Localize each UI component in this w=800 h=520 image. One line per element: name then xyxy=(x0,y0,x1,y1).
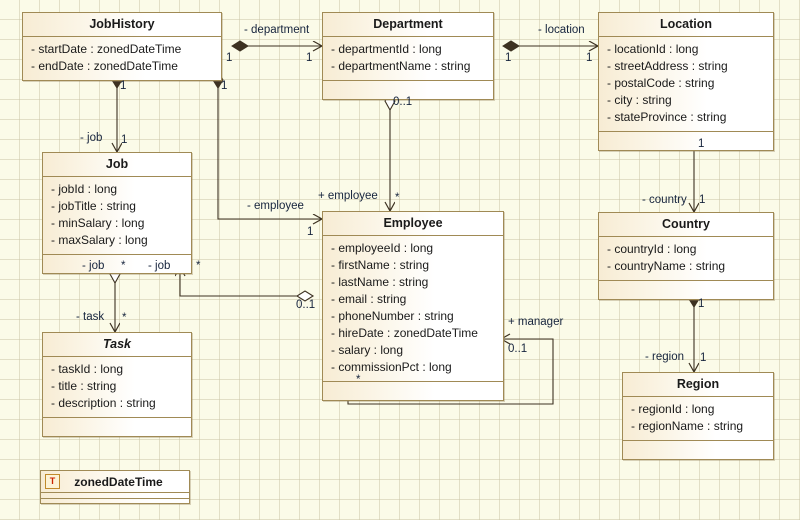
class-name-employee: Employee xyxy=(323,212,503,236)
edge-label-department: - department xyxy=(244,24,310,36)
attribute: - email : string xyxy=(331,292,407,306)
operations-employee xyxy=(323,382,503,400)
attribute: - description : string xyxy=(51,396,156,410)
edge-label-job-from-history: - job xyxy=(80,132,103,144)
attribute: - startDate : zonedDateTime xyxy=(31,42,182,56)
multiplicity-department-employee-source: 0..1 xyxy=(393,96,413,108)
attribute: - jobId : long xyxy=(51,182,118,196)
class-name-job: Job xyxy=(43,153,191,177)
edge-label-manager: + manager xyxy=(508,316,564,328)
attribute: - city : string xyxy=(607,93,672,107)
attribute: - streetAddress : string xyxy=(607,59,728,73)
attributes-location: - locationId : long - streetAddress : st… xyxy=(599,37,773,132)
attribute: - locationId : long xyxy=(607,42,699,56)
class-job[interactable]: Job - jobId : long - jobTitle : string -… xyxy=(42,152,192,274)
datatype-band-2 xyxy=(41,499,189,503)
class-name-jobhistory: JobHistory xyxy=(23,13,221,37)
attribute: - stateProvince : string xyxy=(607,110,727,124)
attributes-region: - regionId : long - regionName : string xyxy=(623,397,773,441)
attribute: - endDate : zonedDateTime xyxy=(31,59,178,73)
class-jobhistory[interactable]: JobHistory - startDate : zonedDateTime -… xyxy=(22,12,222,81)
attribute: - countryName : string xyxy=(607,259,726,273)
multiplicity-jobhistory-department-source: 1 xyxy=(226,52,233,64)
class-department[interactable]: Department - departmentId : long - depar… xyxy=(322,12,494,100)
attribute: - postalCode : string xyxy=(607,76,715,90)
multiplicity-department-location-target: 1 xyxy=(586,52,593,64)
datatype-band-1 xyxy=(41,493,189,499)
attributes-employee: - employeeId : long - firstName : string… xyxy=(323,236,503,382)
operations-country xyxy=(599,281,773,299)
edge-label-job-to-task: - job xyxy=(82,260,105,272)
attribute: - taskId : long xyxy=(51,362,124,376)
attribute: - title : string xyxy=(51,379,117,393)
edge-label-employee-from-department: + employee xyxy=(318,190,378,202)
filled-diamond-jobhistory-department xyxy=(231,40,249,52)
multiplicity-location-country-source: 1 xyxy=(698,138,705,150)
multiplicity-country-region-target: 1 xyxy=(700,352,707,364)
attribute: - phoneNumber : string xyxy=(331,309,454,323)
multiplicity-jobhistory-department-target: 1 xyxy=(306,52,313,64)
operations-region xyxy=(623,441,773,459)
edge-label-task: - task xyxy=(76,311,105,323)
multiplicity-employee-manager-source: * xyxy=(356,374,361,386)
multiplicity-job-task-source: * xyxy=(121,260,126,272)
class-task[interactable]: Task - taskId : long - title : string - … xyxy=(42,332,192,437)
class-region[interactable]: Region - regionId : long - regionName : … xyxy=(622,372,774,460)
class-name-location: Location xyxy=(599,13,773,37)
multiplicity-jobhistory-employee-source: 1 xyxy=(221,80,228,92)
datatype-name: zonedDateTime xyxy=(74,474,163,489)
attributes-job: - jobId : long - jobTitle : string - min… xyxy=(43,177,191,255)
edge-label-region: - region xyxy=(645,351,684,363)
multiplicity-jobhistory-job-source: 1 xyxy=(120,80,127,92)
datatype-header: T zonedDateTime xyxy=(41,471,189,493)
attribute: - countryId : long xyxy=(607,242,697,256)
attribute: - employeeId : long xyxy=(331,241,434,255)
multiplicity-jobhistory-job-target: 1 xyxy=(121,134,128,146)
attributes-country: - countryId : long - countryName : strin… xyxy=(599,237,773,281)
multiplicity-job-task-target: * xyxy=(122,312,127,324)
edge-label-employee-from-history: - employee xyxy=(247,200,304,212)
multiplicity-department-employee-target: * xyxy=(395,192,400,204)
filled-diamond-department-location xyxy=(502,40,520,52)
attribute: - departmentId : long xyxy=(331,42,442,56)
multiplicity-department-location-source: 1 xyxy=(505,52,512,64)
class-country[interactable]: Country - countryId : long - countryName… xyxy=(598,212,774,300)
multiplicity-country-region-source: 1 xyxy=(698,298,705,310)
operations-task xyxy=(43,418,191,436)
attributes-jobhistory: - startDate : zonedDateTime - endDate : … xyxy=(23,37,221,80)
attribute: - maxSalary : long xyxy=(51,233,148,247)
attribute: - regionId : long xyxy=(631,402,715,416)
attribute: - hireDate : zonedDateTime xyxy=(331,326,478,340)
attribute: - commissionPct : long xyxy=(331,360,452,374)
multiplicity-employee-job-source: 0..1 xyxy=(296,299,316,311)
multiplicity-jobhistory-employee-target: 1 xyxy=(307,226,314,238)
operations-location xyxy=(599,132,773,150)
attribute: - jobTitle : string xyxy=(51,199,136,213)
multiplicity-employee-manager-target: 0..1 xyxy=(508,343,528,355)
class-name-task: Task xyxy=(43,333,191,357)
edge-label-location: - location xyxy=(538,24,585,36)
attributes-department: - departmentId : long - departmentName :… xyxy=(323,37,493,81)
attribute: - departmentName : string xyxy=(331,59,471,73)
datatype-icon: T xyxy=(45,474,60,489)
attribute: - salary : long xyxy=(331,343,404,357)
attributes-task: - taskId : long - title : string - descr… xyxy=(43,357,191,418)
class-name-region: Region xyxy=(623,373,773,397)
class-location[interactable]: Location - locationId : long - streetAdd… xyxy=(598,12,774,151)
class-name-department: Department xyxy=(323,13,493,37)
edge-jobhistory-employee xyxy=(217,72,322,219)
attribute: - firstName : string xyxy=(331,258,430,272)
multiplicity-location-country-target: 1 xyxy=(699,194,706,206)
class-employee[interactable]: Employee - employeeId : long - firstName… xyxy=(322,211,504,401)
datatype-zoneddatetime[interactable]: T zonedDateTime xyxy=(40,470,190,504)
attribute: - regionName : string xyxy=(631,419,744,433)
class-name-country: Country xyxy=(599,213,773,237)
multiplicity-employee-job-target: * xyxy=(196,260,201,272)
attribute: - lastName : string xyxy=(331,275,429,289)
edge-label-country: - country xyxy=(642,194,687,206)
attribute: - minSalary : long xyxy=(51,216,145,230)
edge-label-job-from-employee: - job xyxy=(148,260,171,272)
